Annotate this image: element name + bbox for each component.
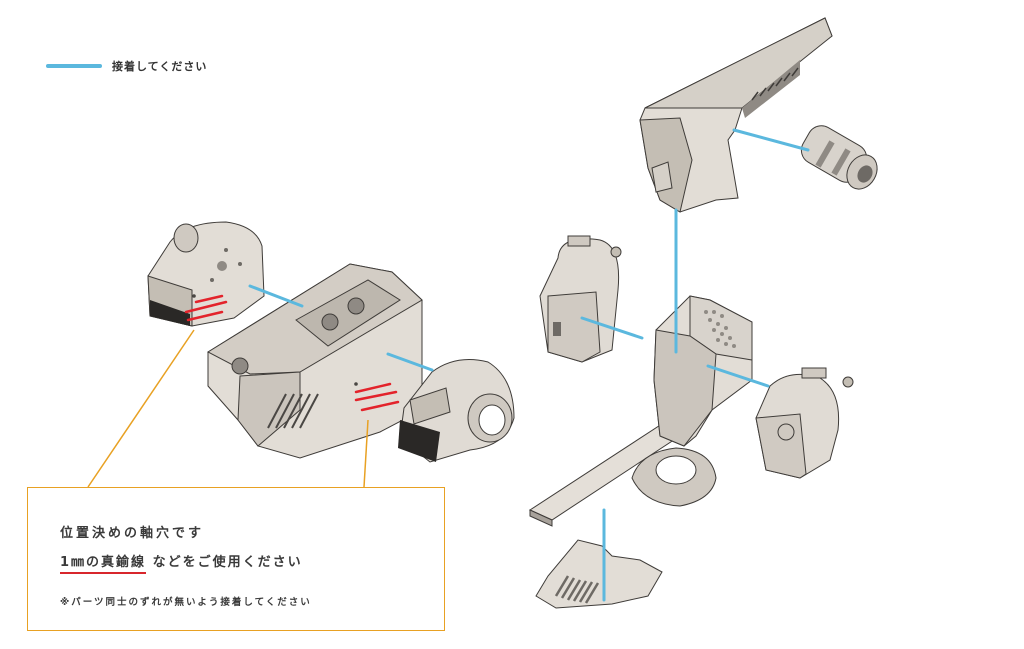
barrel-arm-part <box>639 17 833 213</box>
pin-marker <box>354 382 392 394</box>
pin-marker <box>186 310 224 322</box>
pin-hole-markers <box>184 294 400 412</box>
legend: 接着してください <box>46 58 207 74</box>
glue-line <box>732 128 810 152</box>
pin-marker <box>354 390 398 402</box>
foot-plate-part <box>535 539 663 609</box>
side-cover-part <box>147 221 265 327</box>
right-shoulder-part <box>755 367 854 479</box>
note-line-1: 位置決めの軸穴です <box>60 526 205 541</box>
note-line-3: ※パーツ同士のずれが無いよう接着してください <box>60 597 312 608</box>
center-frame-part <box>528 295 753 527</box>
note-line-2-rest: などをご使用ください <box>146 555 303 570</box>
glue-line <box>248 284 304 308</box>
pin-marker <box>194 294 224 304</box>
left-shoulder-part <box>539 235 622 363</box>
glue-lines <box>248 128 810 602</box>
pin-marker <box>360 400 400 412</box>
note-line-2: 1㎜の真鍮線 などをご使用ください <box>60 551 303 574</box>
legend-glue-swatch <box>46 64 102 68</box>
thruster-nozzle-part <box>800 125 878 190</box>
front-cylinder-part <box>398 359 515 463</box>
pin-marker <box>184 300 228 314</box>
glue-line <box>706 364 770 388</box>
glue-line <box>386 352 434 372</box>
glue-line <box>580 316 644 340</box>
note-underlined-text: 1㎜の真鍮線 <box>60 555 147 574</box>
legend-glue-label: 接着してください <box>112 60 208 73</box>
pin-hole-note-box: 位置決めの軸穴です 1㎜の真鍮線 などをご使用ください ※パーツ同士のずれが無い… <box>27 487 445 631</box>
callout-leaders <box>87 329 369 488</box>
